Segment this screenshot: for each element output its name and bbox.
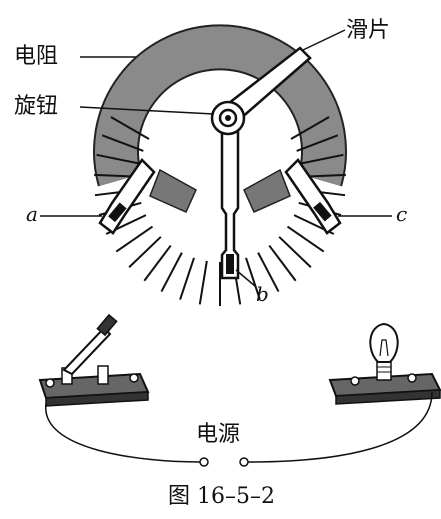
coil-winding — [245, 257, 261, 300]
coil-winding — [286, 225, 325, 253]
knife-switch[interactable] — [38, 313, 150, 407]
terminal-block-right — [243, 168, 291, 213]
light-bulb[interactable] — [328, 322, 441, 405]
knob[interactable] — [210, 100, 246, 136]
wire-right — [247, 391, 433, 463]
terminal-b-label: b — [256, 282, 269, 306]
coil-winding — [110, 116, 150, 140]
coil-winding — [115, 225, 154, 253]
coil-winding — [198, 260, 208, 305]
coil-winding — [96, 153, 140, 165]
coil-winding — [296, 134, 339, 152]
coil-winding — [179, 257, 195, 300]
terminal-a-label: a — [26, 202, 38, 226]
wire-left — [45, 403, 201, 463]
coil-winding — [128, 236, 162, 269]
coil-winding — [278, 236, 312, 269]
terminal-c-label: c — [396, 202, 408, 226]
coil-winding — [160, 252, 183, 293]
knob-label: 旋钮 — [14, 94, 59, 119]
coil-winding — [101, 134, 144, 152]
coil-winding — [268, 244, 297, 282]
power-label: 电源 — [196, 422, 241, 447]
power-terminal-left[interactable] — [199, 457, 209, 467]
resistor-label: 电阻 — [14, 44, 59, 69]
coil-winding — [290, 116, 330, 140]
figure-caption: 图 16–5–2 — [168, 484, 275, 509]
terminal-b[interactable] — [220, 120, 256, 287]
coil-winding — [300, 153, 344, 165]
coil-winding — [143, 244, 172, 282]
terminal-a[interactable] — [40, 158, 156, 235]
coil-winding — [257, 252, 280, 293]
slider-label: 滑片 — [346, 18, 391, 43]
knob-leader — [79, 106, 215, 115]
terminal-c[interactable] — [284, 158, 392, 235]
power-terminal-right[interactable] — [239, 457, 249, 467]
terminal-block-left — [149, 168, 197, 213]
